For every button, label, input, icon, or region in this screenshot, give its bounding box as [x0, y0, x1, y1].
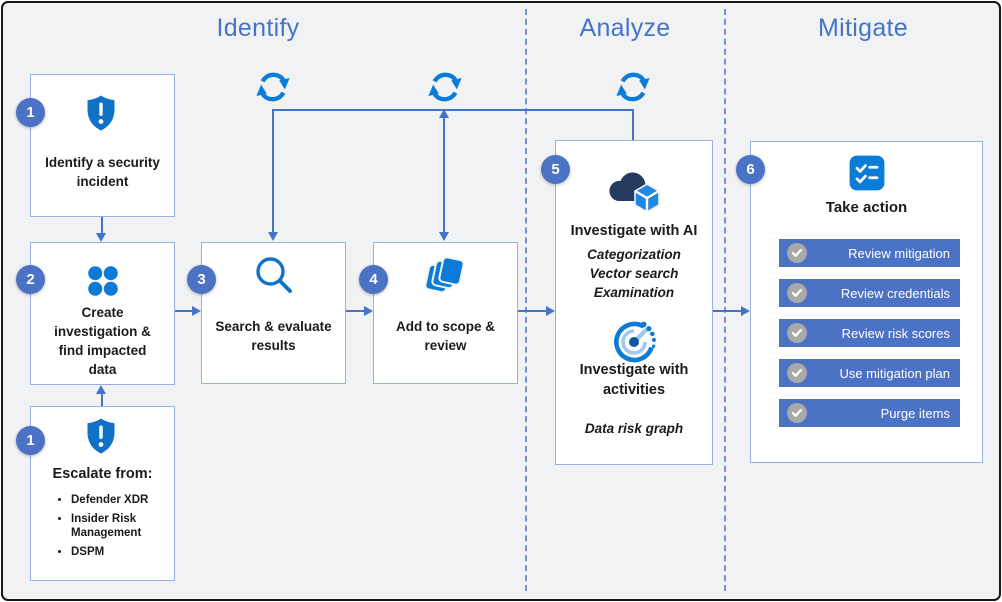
ai-method: Vector search	[589, 266, 679, 281]
flow-box-search-evaluate: Search & evaluate results	[201, 242, 346, 384]
flow-box-identify-incident: Identify a security incident	[30, 74, 175, 217]
action-button: Use mitigation plan	[779, 359, 960, 387]
connector-investigate-to-action	[713, 310, 742, 312]
shield-alert-icon	[83, 417, 119, 455]
check-circle-icon	[787, 363, 807, 383]
check-circle-icon	[787, 243, 807, 263]
phase-divider-line	[724, 9, 726, 591]
box-title: Take action	[825, 199, 908, 216]
action-button-label: Use mitigation plan	[839, 365, 950, 381]
ai-method: Examination	[593, 285, 675, 300]
arrowhead-right	[192, 305, 201, 316]
connector-loop-horizontal	[272, 109, 634, 111]
arrowhead-right	[546, 305, 555, 316]
action-button: Review credentials	[779, 279, 960, 307]
step-number-badge: 2	[16, 265, 45, 294]
step-number-badge: 1	[16, 98, 45, 127]
flow-box-create-investigation: Create investigation & find impacted dat…	[30, 242, 175, 385]
box-title: Investigate with activities	[579, 362, 689, 398]
activities-method: Data risk graph	[584, 421, 684, 436]
arrowhead-right	[741, 305, 750, 316]
connector-loop-to-investigate	[632, 109, 634, 141]
step-number-badge: 1	[16, 426, 45, 455]
flow-box-take-action: Take action Review mitigation Review cre…	[750, 141, 983, 463]
action-button: Purge items	[779, 399, 960, 427]
escalate-source-list: Defender XDR Insider Risk Management DSP…	[45, 493, 170, 563]
layers-icon	[424, 256, 468, 297]
check-circle-icon	[787, 283, 807, 303]
dots-grid-icon	[86, 264, 120, 298]
action-button-label: Review mitigation	[848, 245, 950, 261]
box-title: Investigate with AI	[570, 223, 698, 239]
sync-arrows-icon	[426, 68, 464, 106]
box-title: Escalate from:	[52, 466, 153, 482]
action-button-label: Review risk scores	[841, 325, 950, 341]
action-button: Review risk scores	[779, 319, 960, 347]
sync-arrows-icon	[254, 68, 292, 106]
action-button-label: Review credentials	[840, 285, 950, 301]
connector-loop-to-search	[272, 109, 274, 233]
arrowhead-down	[96, 233, 106, 242]
arrowhead-up	[96, 385, 106, 394]
arrowhead-down	[267, 232, 278, 241]
phase-label-mitigate: Mitigate	[818, 14, 908, 42]
step-number-badge: 5	[541, 155, 570, 184]
task-list-icon	[848, 154, 886, 192]
arrowhead-down	[438, 232, 449, 241]
cloud-cube-icon	[606, 168, 664, 216]
connector-incident-to-create	[100, 217, 103, 234]
flow-box-escalate-from: Escalate from: Defender XDR Insider Risk…	[30, 406, 175, 581]
connector-scope-to-investigate	[518, 310, 547, 312]
step-number-badge: 6	[736, 155, 765, 184]
connector-create-to-search	[175, 310, 193, 312]
phase-label-analyze: Analyze	[579, 14, 671, 42]
phase-divider-line	[525, 9, 527, 591]
action-button: Review mitigation	[779, 239, 960, 267]
flow-box-investigate: Investigate with AI Categorization Vecto…	[555, 140, 713, 465]
flow-box-add-scope: Add to scope & review	[373, 242, 518, 384]
box-label: Add to scope & review	[395, 319, 495, 353]
action-button-label: Purge items	[880, 405, 950, 421]
arrowhead-up	[438, 109, 449, 118]
escalate-source-item: DSPM	[71, 545, 170, 560]
escalate-source-item: Insider Risk Management	[71, 512, 170, 541]
step-number-badge: 4	[359, 265, 388, 294]
box-label: Search & evaluate results	[215, 319, 332, 353]
box-label: Identify a security incident	[45, 155, 160, 189]
connector-search-to-scope	[346, 310, 365, 312]
check-circle-icon	[787, 323, 807, 343]
escalate-source-item: Defender XDR	[71, 493, 170, 508]
box-label: Create investigation & find impacted dat…	[54, 305, 151, 377]
step-number-badge: 3	[187, 265, 216, 294]
activity-gauge-icon	[609, 317, 659, 367]
ai-method: Categorization	[587, 247, 681, 262]
phase-label-identify: Identify	[216, 14, 300, 42]
connector-escalate-to-create	[100, 393, 103, 407]
connector-loop-to-scope	[443, 117, 445, 233]
arrowhead-right	[364, 305, 373, 316]
check-circle-icon	[787, 403, 807, 423]
search-icon	[251, 253, 297, 299]
sync-arrows-icon	[614, 68, 652, 106]
shield-alert-icon	[83, 94, 119, 132]
